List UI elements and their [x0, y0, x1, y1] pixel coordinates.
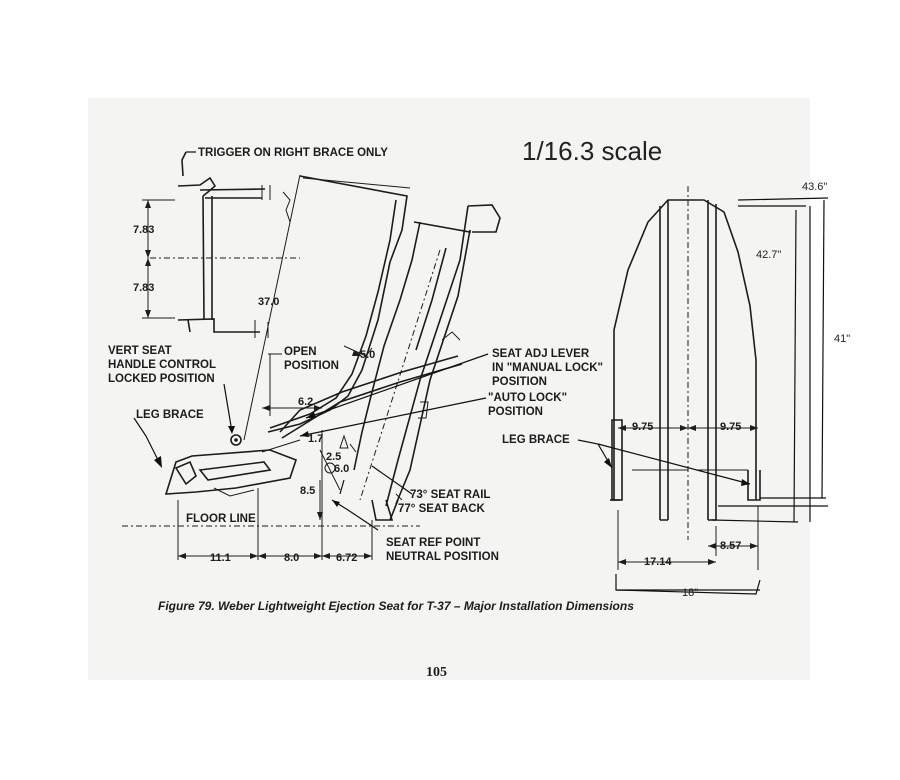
- open-label-line1: OPEN: [284, 346, 317, 358]
- dim-8-5: 8.5: [300, 485, 315, 497]
- auto-lock-label-line2: POSITION: [488, 406, 543, 418]
- dim-6-72: 6.72: [336, 552, 357, 564]
- front-view-dimensions: [617, 425, 759, 570]
- scanned-document-area: [88, 98, 810, 680]
- seat-adj-label-line3: POSITION: [492, 376, 547, 388]
- open-position-lever: 5.0: [268, 345, 463, 439]
- seat-ref-label-line2: NEUTRAL POSITION: [386, 551, 499, 563]
- floor-line: [122, 488, 420, 560]
- seat-adj-label-line2: IN "MANUAL LOCK": [492, 362, 603, 374]
- front-view: 9.75 9.75 8.57 17.14 LEG BRACE: [502, 181, 850, 599]
- annotation-18: 18": [682, 587, 698, 599]
- dim-37-0: 37.0: [258, 296, 279, 308]
- dim-9-75-left: 9.75: [632, 421, 653, 433]
- seat-ref-label-line1: SEAT REF POINT: [386, 537, 480, 549]
- open-label-line2: POSITION: [284, 360, 339, 372]
- auto-lock-label-line1: "AUTO LOCK": [488, 392, 567, 404]
- dim-9-75-right: 9.75: [720, 421, 741, 433]
- trigger-brace-detail: [142, 151, 300, 338]
- dim-8-0: 8.0: [284, 552, 299, 564]
- leg-brace-front-leaders: [577, 439, 751, 486]
- scale-note: 1/16.3 scale: [522, 136, 662, 166]
- side-view-leaders: [299, 353, 489, 531]
- dim-5-0: 5.0: [360, 349, 375, 361]
- vert-seat-handle: [223, 383, 242, 446]
- dim-1-7: 1.7: [308, 433, 323, 445]
- seat-length-dimension: 37.0: [243, 174, 411, 441]
- dim-2-5: 2.5: [326, 451, 341, 463]
- dim-7-83-lower: 7.83: [133, 282, 154, 294]
- dim-17-14: 17.14: [644, 556, 672, 568]
- dim-7-83-upper: 7.83: [133, 224, 154, 236]
- lever-dimensions: 6.2 1.7 2.5 6.0 8.5: [262, 396, 357, 520]
- vert-seat-label-line2: HANDLE CONTROL: [108, 359, 216, 371]
- vert-seat-label-line1: VERT SEAT: [108, 345, 172, 357]
- leg-brace-label-side: LEG BRACE: [136, 409, 204, 421]
- seat-front-outline: [610, 186, 761, 540]
- trigger-label: TRIGGER ON RIGHT BRACE ONLY: [198, 147, 388, 159]
- dim-6-2: 6.2: [298, 396, 313, 408]
- seat-back-label: 77° SEAT BACK: [398, 503, 486, 515]
- dim-11-1: 11.1: [210, 552, 231, 564]
- floor-line-label: FLOOR LINE: [186, 513, 256, 525]
- overlay-annotations: [615, 197, 829, 595]
- page-number: 105: [426, 665, 447, 680]
- seat-adj-label-line1: SEAT ADJ LEVER: [492, 348, 590, 360]
- leg-brace-label-front: LEG BRACE: [502, 434, 570, 446]
- vert-seat-label-line3: LOCKED POSITION: [108, 373, 215, 385]
- annotation-41: 41": [834, 333, 850, 345]
- leg-brace-side: [133, 417, 301, 497]
- dim-8-57: 8.57: [720, 540, 741, 552]
- horizontal-dimensions: [178, 553, 372, 559]
- figure-caption: Figure 79. Weber Lightweight Ejection Se…: [158, 599, 634, 613]
- side-view: TRIGGER ON RIGHT BRACE ONLY 7.83 7.83 37…: [108, 147, 603, 564]
- annotation-42-7: 42.7": [756, 249, 781, 261]
- annotation-43-6: 43.6": [802, 181, 827, 193]
- seat-rail-label: 73° SEAT RAIL: [410, 489, 490, 501]
- dim-6-0: 6.0: [334, 463, 349, 475]
